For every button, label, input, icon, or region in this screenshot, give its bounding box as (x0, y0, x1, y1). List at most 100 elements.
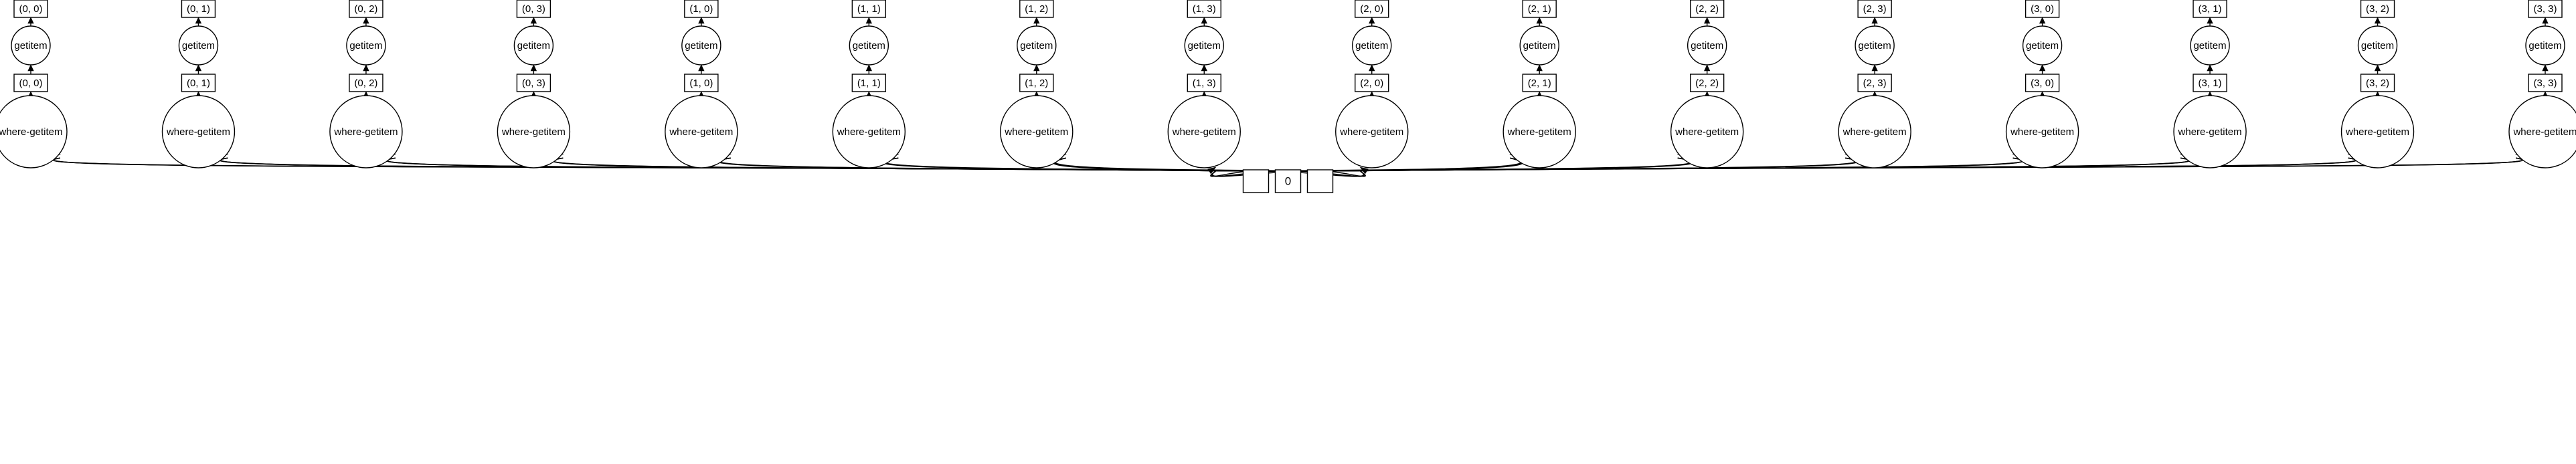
where-getitem-node[interactable] (2340, 95, 2415, 168)
where-getitem-node[interactable] (665, 95, 738, 168)
where-getitem-label: where-getitem (2345, 126, 2409, 138)
intermediate-key-box[interactable] (2528, 74, 2563, 92)
where-getitem-node[interactable] (329, 95, 403, 168)
output-key-label: (3, 3) (2533, 3, 2557, 15)
getitem-label: getitem (2026, 40, 2059, 51)
graph-column: (2, 0)getitem(2, 0)where-getitem (1335, 0, 1409, 168)
output-key-label: (2, 0) (1360, 3, 1383, 15)
where-getitem-node[interactable] (1670, 95, 1744, 168)
edge-key-to-getitem-head (195, 64, 202, 72)
source-constant-box[interactable] (1274, 169, 1302, 193)
output-key-box[interactable] (1019, 0, 1054, 18)
intermediate-key-label: (2, 2) (1695, 78, 1719, 89)
intermediate-key-label: (2, 0) (1360, 78, 1383, 89)
intermediate-key-box[interactable] (1857, 74, 1892, 92)
output-key-box[interactable] (1857, 0, 1892, 18)
edge-key-to-getitem-head (2374, 64, 2381, 72)
intermediate-key-box[interactable] (13, 74, 48, 92)
output-key-box[interactable] (1689, 0, 1725, 18)
output-key-box[interactable] (349, 0, 383, 18)
where-getitem-label: where-getitem (501, 126, 566, 138)
intermediate-key-box[interactable] (1689, 74, 1725, 92)
edge-getitem-to-output-head (2039, 17, 2046, 24)
getitem-node[interactable] (1184, 25, 1224, 66)
output-key-box[interactable] (1355, 0, 1389, 18)
output-key-box[interactable] (851, 0, 887, 18)
edge-source-to-where-getitem-head (1207, 166, 1217, 175)
where-getitem-node[interactable] (2173, 95, 2247, 168)
getitem-node[interactable] (1855, 25, 1895, 66)
where-getitem-node[interactable] (1167, 95, 1241, 168)
where-getitem-label: where-getitem (166, 126, 230, 138)
where-getitem-node[interactable] (161, 95, 236, 168)
graph-column: (1, 0)getitem(1, 0)where-getitem (665, 0, 738, 168)
graph-column: (2, 1)getitem(2, 1)where-getitem (1502, 0, 1576, 168)
intermediate-key-box[interactable] (1522, 74, 1557, 92)
getitem-node[interactable] (1352, 25, 1392, 66)
intermediate-key-box[interactable] (2360, 74, 2395, 92)
where-getitem-node[interactable] (1838, 95, 1911, 168)
source-constant-box[interactable] (1306, 169, 1334, 193)
intermediate-key-box[interactable] (684, 74, 719, 92)
where-getitem-node[interactable] (1335, 95, 1409, 168)
edge-source-to-where-getitem (1320, 157, 2524, 172)
where-getitem-node[interactable] (497, 95, 571, 168)
getitem-node[interactable] (1687, 25, 1727, 66)
output-key-label: (1, 1) (857, 3, 881, 15)
intermediate-key-box[interactable] (516, 74, 551, 92)
getitem-node[interactable] (849, 25, 889, 66)
getitem-node[interactable] (681, 25, 721, 66)
getitem-node[interactable] (2022, 25, 2063, 66)
output-key-label: (0, 3) (522, 3, 545, 15)
getitem-label: getitem (1859, 40, 1891, 51)
getitem-node[interactable] (2190, 25, 2230, 66)
intermediate-key-box[interactable] (1187, 74, 1221, 92)
where-getitem-node[interactable] (2005, 95, 2079, 168)
edge-key-to-getitem-head (530, 64, 537, 72)
getitem-node[interactable] (1519, 25, 1559, 66)
getitem-node[interactable] (178, 25, 219, 66)
edge-getitem-to-output-head (530, 17, 537, 24)
intermediate-key-label: (0, 0) (19, 78, 42, 89)
where-getitem-node[interactable] (2508, 95, 2576, 168)
source-constant-box[interactable] (1242, 169, 1270, 193)
intermediate-key-box[interactable] (1019, 74, 1054, 92)
getitem-node[interactable] (2357, 25, 2398, 66)
output-key-label: (2, 1) (1528, 3, 1551, 15)
output-key-box[interactable] (181, 0, 216, 18)
edge-getitem-to-output-head (1536, 17, 1543, 24)
output-key-label: (0, 2) (354, 3, 377, 15)
where-getitem-node[interactable] (832, 95, 906, 168)
output-key-box[interactable] (1522, 0, 1557, 18)
where-getitem-node[interactable] (1000, 95, 1074, 168)
intermediate-key-box[interactable] (2193, 74, 2227, 92)
output-key-label: (3, 0) (2031, 3, 2054, 15)
getitem-label: getitem (2193, 40, 2226, 51)
getitem-node[interactable] (513, 25, 554, 66)
output-key-box[interactable] (2528, 0, 2563, 18)
where-getitem-label: where-getitem (837, 126, 901, 138)
intermediate-key-box[interactable] (2025, 74, 2060, 92)
output-key-box[interactable] (684, 0, 719, 18)
getitem-node[interactable] (11, 25, 51, 66)
getitem-node[interactable] (2525, 25, 2565, 66)
edge-key-to-getitem-head (1536, 64, 1543, 72)
output-key-box[interactable] (516, 0, 551, 18)
graph-column: (0, 0)getitem(0, 0)where-getitem (0, 0, 68, 168)
getitem-node[interactable] (1017, 25, 1057, 66)
intermediate-key-box[interactable] (851, 74, 887, 92)
output-key-box[interactable] (1187, 0, 1221, 18)
where-getitem-node[interactable] (1502, 95, 1576, 168)
where-getitem-label: where-getitem (669, 126, 733, 138)
intermediate-key-box[interactable] (181, 74, 216, 92)
where-getitem-node[interactable] (0, 95, 68, 168)
getitem-node[interactable] (346, 25, 386, 66)
intermediate-key-box[interactable] (1355, 74, 1389, 92)
output-key-box[interactable] (2025, 0, 2060, 18)
output-key-box[interactable] (13, 0, 48, 18)
output-key-box[interactable] (2193, 0, 2227, 18)
intermediate-key-box[interactable] (349, 74, 383, 92)
edge-key-to-getitem-head (2207, 64, 2213, 72)
output-key-label: (2, 2) (1695, 3, 1719, 15)
output-key-box[interactable] (2360, 0, 2395, 18)
